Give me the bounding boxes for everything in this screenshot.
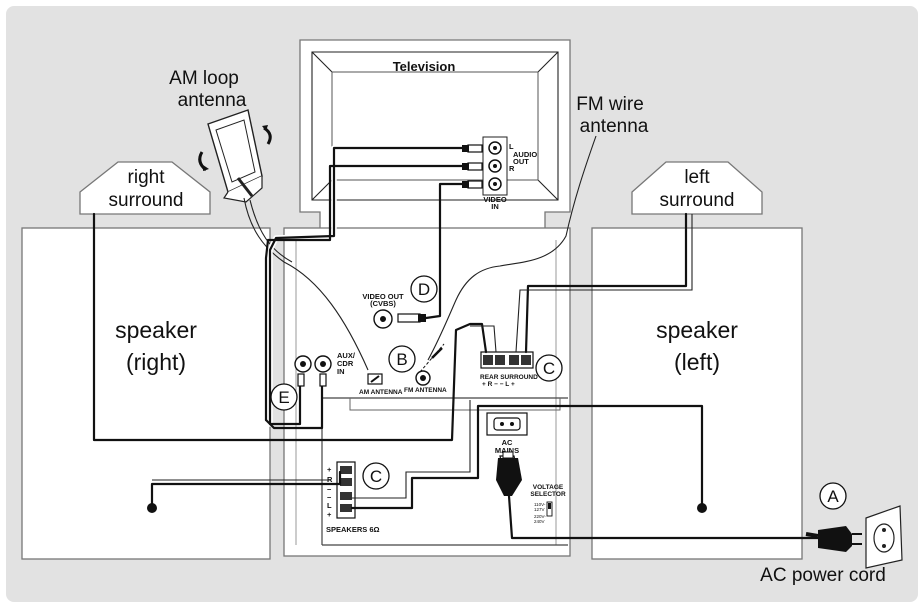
tv-audio-l-socket [488,141,502,155]
fm-antenna-socket [415,370,431,386]
rear-surround-terminals [480,351,534,369]
callout-d: D [410,275,438,303]
left-surround-label-1: left [684,167,710,188]
callout-d-letter: D [418,280,430,299]
rear-polarity-label: + R − − L + [482,381,515,388]
aux-label-3: IN [337,367,345,376]
wiring [92,135,828,540]
voltage-selector-label-2: SELECTOR [530,491,566,498]
right-surround-label-2: surround [109,190,184,211]
video-out-label-1: VIDEO OUT [362,292,404,301]
fm-wire-label-1: FM wire [576,94,644,115]
speaker-left-label-1: speaker [656,317,738,343]
tv-r-label: R [509,164,515,173]
video-out-label-2: (CVBS) [370,299,396,308]
voltage-value-4: 240V [534,519,545,524]
terminal-mark-3: − [327,485,332,494]
aux-in-right-socket [314,355,332,373]
am-antenna-label: AM ANTENNA [359,389,403,396]
video-out-socket [373,309,393,329]
television: Television L AUDIO OUT R VIDEO IN [299,39,571,233]
tv-audio-out-label-1: AUDIO [513,150,537,159]
left-surround-label-2: surround [660,190,735,211]
tv-l-label: L [509,142,514,151]
tv-video-in-label-2: IN [491,202,499,211]
left-surround-speaker: left surround [631,161,763,215]
rear-surround-label: REAR SURROUND [480,374,538,381]
aux-label-2: CDR [337,359,354,368]
television-title: Television [393,59,456,74]
aux-in-left-socket [294,355,312,373]
voltage-value-1: 110V- [534,502,546,507]
terminal-mark-6: + [327,510,332,519]
terminal-mark-1: + [327,465,332,474]
voltage-value-3: 220V- [534,514,546,519]
speaker-left-terminal [697,503,707,513]
tv-audio-r-socket [488,159,502,173]
terminal-mark-4: − [327,493,332,502]
callout-b-letter: B [396,350,407,369]
ac-mains-label-2: MAINS [495,446,519,455]
speaker-left-label-2: (left) [674,349,720,375]
callout-c-front: C [362,462,390,490]
speaker-right-label-2: (right) [126,349,186,375]
am-loop-label-1: AM loop [169,68,239,89]
callout-e: E [270,383,298,411]
speaker-right-label-1: speaker [115,317,197,343]
am-loop-label-2: antenna [178,90,247,111]
speakers-terminal-label: SPEAKERS 6Ω [326,525,380,534]
tv-video-in-label-1: VIDEO [483,195,507,204]
right-surround-label-1: right [128,167,166,188]
callout-e-letter: E [278,388,289,407]
am-loop-antenna: AM loop antenna [169,68,272,203]
speaker-left: speaker (left) [591,227,803,560]
tv-video-in-socket [488,177,502,191]
fm-antenna-label: FM ANTENNA [404,387,447,394]
ac-plug-and-outlet: AC power cord [760,505,903,586]
callout-a-letter: A [827,487,839,506]
ac-mains-label-1: AC [502,438,513,447]
callout-c-rear-letter: C [543,359,555,378]
callout-b: B [388,345,416,373]
speaker-right: speaker (right) [21,227,271,560]
callout-a: A [819,482,847,510]
ac-power-cord-label: AC power cord [760,565,886,586]
aux-label-1: AUX/ [337,351,356,360]
right-surround-speaker: right surround [79,161,211,215]
speaker-right-terminal [147,503,157,513]
terminal-mark-5: L [327,501,332,510]
voltage-selector-label-1: VOLTAGE [533,484,564,491]
callout-c-rear: C [535,354,563,382]
callout-c-front-letter: C [370,467,382,486]
tv-audio-out-label-2: OUT [513,157,529,166]
voltage-value-2: 127V [534,507,545,512]
fm-wire-label-2: antenna [580,116,649,137]
